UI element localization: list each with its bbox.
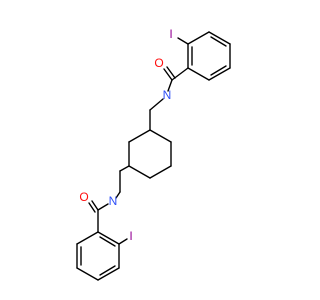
oxygen-atom-top: O (154, 56, 163, 70)
structure-diagram: I O N N O I (76, 27, 231, 281)
cyclohexane-ring (128, 129, 172, 179)
bond (187, 31, 210, 45)
bond (166, 66, 176, 79)
nitrogen-atom-bottom: N (109, 194, 118, 208)
bond (128, 129, 151, 143)
bond (76, 267, 99, 281)
bond (97, 203, 109, 211)
nitrogen-atom-top: N (163, 88, 172, 102)
bottom-benzene-ring (76, 231, 120, 281)
top-benzene-ring (187, 31, 231, 81)
bond (149, 129, 172, 143)
bond (88, 202, 96, 213)
bond (210, 65, 227, 76)
bond (118, 238, 128, 245)
bond (119, 165, 130, 172)
bond (149, 98, 164, 111)
bond (177, 37, 189, 45)
bond (99, 236, 116, 247)
oxygen-atom-bottom: O (79, 190, 88, 204)
bond (115, 191, 121, 199)
iodine-atom-top: I (169, 27, 172, 41)
iodine-atom-bottom: I (129, 229, 132, 243)
bond (163, 68, 173, 81)
molecule-canvas: I O N N O I (76, 27, 231, 281)
bond (149, 165, 172, 179)
bond (99, 265, 116, 276)
bond (97, 231, 120, 245)
bond (91, 200, 99, 211)
bond (208, 31, 231, 45)
bond (76, 231, 99, 245)
bond (97, 267, 120, 281)
bond (187, 67, 210, 81)
bond (210, 36, 227, 47)
bond (128, 165, 151, 179)
bond (208, 67, 231, 81)
bond (167, 79, 173, 92)
